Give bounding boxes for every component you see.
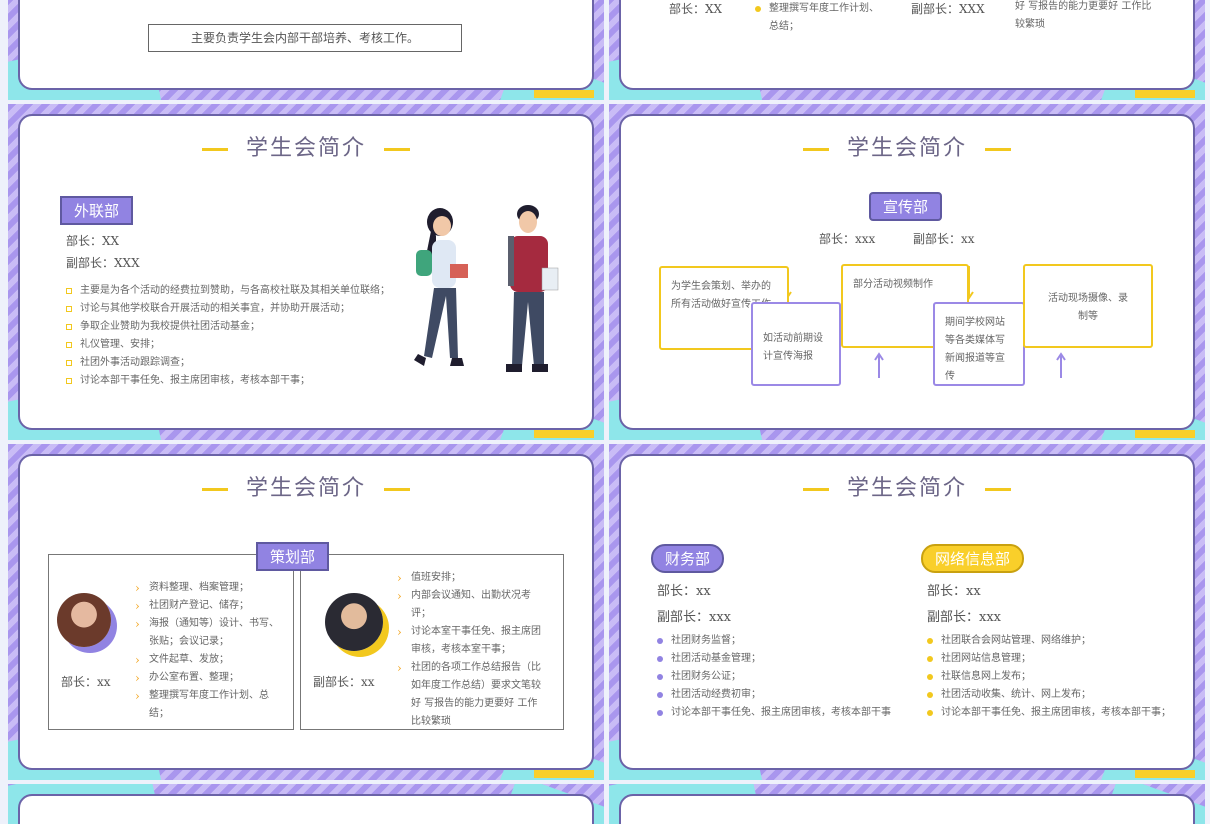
list-item: 社团活动收集、统计、网上发布；	[927, 686, 1177, 704]
list-item: 讨论本部干事任免、报主席团审核，考核本部干事；	[66, 372, 396, 390]
list-item: 值班安排；	[397, 569, 547, 587]
vice-label: 副部长：XXX	[66, 256, 140, 270]
list-item: 礼仪管理、安排；	[66, 336, 396, 354]
head-label: 部长：XX	[669, 2, 723, 16]
vice-label: 副部长：xxx	[657, 610, 731, 625]
slide-title: 学生会简介	[20, 130, 592, 162]
list-item: 社团财产登记、储存；	[135, 597, 287, 615]
dept-tag: 网络信息部	[921, 544, 1025, 573]
vice-label: 副部长：xxx	[927, 610, 1001, 625]
list-item: 整理撰写年度工作计划、总结；	[135, 687, 287, 723]
flow-box-2: 如活动前期设计宣传海报	[751, 302, 841, 386]
students-illustration	[414, 205, 559, 372]
vice-label: 副部长：XXX	[911, 2, 985, 16]
list-item: 社团网站信息管理；	[927, 650, 1177, 668]
list-item: 社团活动基金管理；	[657, 650, 907, 668]
list-item: 社团财务监督；	[657, 632, 907, 650]
list-item: 主要是为各个活动的经费拉到赞助，与各高校社联及其相关单位联络；	[66, 282, 396, 300]
head-label: 部长：XX	[66, 234, 120, 248]
dept-tag: 宣传部	[869, 192, 943, 221]
slide-title: 学生会简介	[621, 470, 1193, 502]
list-item: 争取企业赞助为我校提供社团活动基金；	[66, 318, 396, 336]
list-item: 内部会议通知、出勤状况考评；	[397, 587, 547, 623]
list-item: 资料整理、档案管理；	[135, 579, 287, 597]
duty-list: 资料整理、档案管理； 社团财产登记、储存； 海报（通知等）设计、书写、张贴；会议…	[135, 579, 287, 723]
list-item: 社联信息网上发布；	[927, 668, 1177, 686]
list-item: 办公室布置、整理；	[135, 669, 287, 687]
duty-list: 社团财务监督； 社团活动基金管理； 社团财务公证； 社团活动经费初审； 讨论本部…	[657, 632, 907, 722]
slide-cehua: 学生会简介 部长：xx 资料整理、档案管理； 社团财产登记、储存； 海报（通知等…	[8, 444, 604, 780]
list-item: 讨论与其他学校联合开展活动的相关事宜，并协助开展活动；	[66, 300, 396, 318]
list-item: 讨论本室干事任免、报主席团审核，考核本室干事；	[397, 623, 547, 659]
slide-card: 学生会简介 宣传部 部长：xxx 副部长：xx 为学生会策划、举办的所有活动做好…	[619, 114, 1195, 430]
slide-top-right: 部长：XX 整理撰写年度工作计划、总结； 副部长：XXX 好 写报告的能力更要好…	[609, 0, 1205, 100]
slide-card	[619, 794, 1195, 824]
dept-tag: 策划部	[256, 542, 330, 571]
dept-tag: 财务部	[651, 544, 725, 573]
left-panel: 部长：xx 资料整理、档案管理； 社团财产登记、储存； 海报（通知等）设计、书写…	[48, 554, 294, 730]
slide-xuanchuan: 学生会简介 宣传部 部长：xxx 副部长：xx 为学生会策划、举办的所有活动做好…	[609, 104, 1205, 440]
right-panel: 副部长：xx 值班安排； 内部会议通知、出勤状况考评； 讨论本室干事任免、报主席…	[300, 554, 564, 730]
list-item: 社团财务公证；	[657, 668, 907, 686]
duty-list: 值班安排； 内部会议通知、出勤状况考评； 讨论本室干事任免、报主席团审核，考核本…	[397, 569, 547, 731]
avatar	[325, 593, 383, 651]
head-label: 部长：xx	[927, 584, 981, 599]
list-item: 海报（通知等）设计、书写、张贴；会议记录；	[135, 615, 287, 651]
slide-card: 学生会简介 财务部 部长：xx 副部长：xxx 社团财务监督； 社团活动基金管理…	[619, 454, 1195, 770]
role-label: 副部长：xx	[313, 675, 375, 689]
list-item: 社团的各项工作总结报告（比如年度工作总结）要求文笔较好 写报告的能力更要好 工作…	[397, 659, 547, 731]
flow-box-5: 活动现场摄像、录制等	[1023, 264, 1153, 348]
list-item: 社团外事活动跟踪调查；	[66, 354, 396, 372]
list-item: 文件起草、发放；	[135, 651, 287, 669]
duty-list: 社团联合会网站管理、网络维护； 社团网站信息管理； 社联信息网上发布； 社团活动…	[927, 632, 1177, 722]
slide-title: 学生会简介	[20, 470, 592, 502]
slide-top-left: 主要负责学生会内部干部培养、考核工作。	[8, 0, 604, 100]
list-item: 讨论本部干事任免、报主席团审核，考核本部干事；	[927, 704, 1177, 722]
slide-bottom-right	[609, 784, 1205, 824]
head-label: 部长：xx	[657, 584, 711, 599]
list-item: 社团联合会网站管理、网络维护；	[927, 632, 1177, 650]
list-item: 社团活动经费初审；	[657, 686, 907, 704]
list-item: 整理撰写年度工作计划、总结；	[755, 0, 885, 36]
slide-card: 学生会简介 部长：xx 资料整理、档案管理； 社团财产登记、储存； 海报（通知等…	[18, 454, 594, 770]
slide-title: 学生会简介	[621, 130, 1193, 162]
dept-tag: 外联部	[60, 196, 134, 225]
slide-card: 主要负责学生会内部干部培养、考核工作。	[18, 0, 594, 90]
slide-caiwu: 学生会简介 财务部 部长：xx 副部长：xxx 社团财务监督； 社团活动基金管理…	[609, 444, 1205, 780]
avatar	[57, 593, 111, 647]
list-item: 讨论本部干事任免、报主席团审核，考核本部干事	[657, 704, 907, 722]
flow-box-4: 期间学校网站等各类媒体写新闻报道等宣传	[933, 302, 1025, 386]
role-label: 部长：xx	[61, 675, 111, 689]
slide-bottom-left	[8, 784, 604, 824]
duty-list: 主要是为各个活动的经费拉到赞助，与各高校社联及其相关单位联络； 讨论与其他学校联…	[66, 282, 396, 390]
vice-label: 副部长：xx	[913, 232, 975, 246]
slide-waillian: 学生会简介 外联部 部长：XX 副部长：XXX 主要是为各个活动的经费拉到赞助，…	[8, 104, 604, 440]
slide-card: 学生会简介 外联部 部长：XX 副部长：XXX 主要是为各个活动的经费拉到赞助，…	[18, 114, 594, 430]
bullet-list: 整理撰写年度工作计划、总结；	[755, 0, 885, 36]
slide-card	[18, 794, 594, 824]
head-label: 部长：xxx	[819, 232, 876, 246]
slide-card: 部长：XX 整理撰写年度工作计划、总结； 副部长：XXX 好 写报告的能力更要好…	[619, 0, 1195, 90]
note-box: 主要负责学生会内部干部培养、考核工作。	[148, 24, 462, 52]
desc-text: 好 写报告的能力更要好 工作比较繁琐	[1015, 1, 1152, 30]
